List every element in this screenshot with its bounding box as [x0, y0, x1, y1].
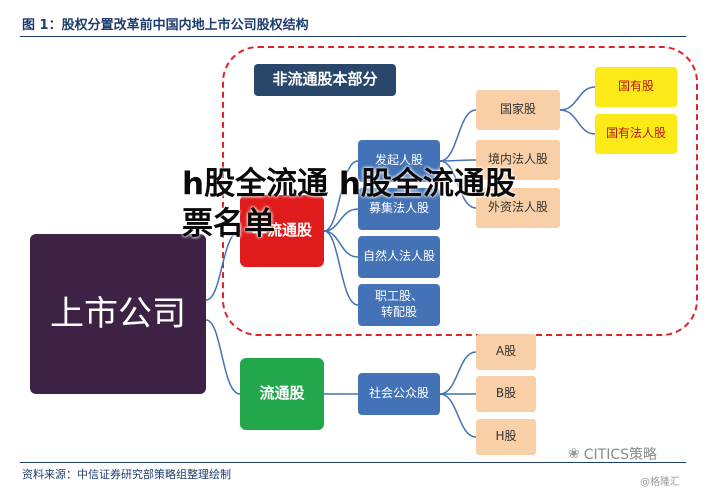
connector-nontradable-to-raised	[323, 208, 359, 232]
logo-text: CITICS策略	[583, 447, 657, 463]
connector-promoter-to-domestic	[439, 159, 477, 162]
non-tradable-region	[222, 46, 698, 336]
connector-public-to-a	[439, 351, 477, 395]
watermark-handle: @格隆汇	[640, 477, 680, 488]
domestic-legal-person-shares-node: 境内法人股	[476, 140, 560, 180]
footer-divider	[20, 462, 686, 463]
state-owned-legal-person-shares-node: 国有法人股	[595, 114, 677, 154]
listed-company-node: 上市公司	[30, 234, 206, 394]
b-shares-node: B股	[476, 376, 536, 412]
overlay-headline: h股全流通 h股全流通股票名单	[182, 166, 516, 243]
natural-person-legal-shares-node: 自然人法人股	[358, 236, 440, 278]
connector-nontradable-to-employee	[323, 230, 359, 306]
connector-promoter-to-state	[439, 109, 477, 162]
connector-listed-to-nontradable	[205, 230, 241, 301]
title-divider	[20, 36, 686, 37]
source-note: 资料来源：中信证券研究部策略组整理绘制	[22, 468, 231, 481]
employee-shares-node: 职工股、 转配股	[358, 284, 440, 326]
wechat-icon: ❀	[568, 446, 580, 462]
raised-legal-person-shares-node: 募集法人股	[358, 188, 440, 230]
non-tradable-node: 非流通股	[240, 195, 324, 267]
connector-nontradable-to-promoter	[323, 160, 359, 232]
figure-title: 图 1：股权分置改革前中国内地上市公司股权结构	[22, 18, 309, 33]
state-owned-shares-node: 国有股	[595, 67, 677, 107]
citics-logo: ❀ CITICS策略	[568, 444, 657, 464]
connector-listed-to-tradable	[205, 319, 241, 395]
non-tradable-part-title: 非流通股本部分	[254, 64, 396, 96]
tradable-node: 流通股	[240, 358, 324, 430]
public-shares-node: 社会公众股	[358, 373, 440, 415]
connector-state-to-stateowned	[559, 86, 596, 111]
connector-public-to-h	[439, 393, 477, 438]
connector-promoter-to-foreign	[439, 160, 477, 209]
promoter-shares-node: 发起人股	[358, 140, 440, 182]
h-shares-node: H股	[476, 419, 536, 455]
connector-state-to-stateowned-legal	[559, 109, 596, 135]
foreign-legal-person-shares-node: 外资法人股	[476, 188, 560, 228]
state-shares-node: 国家股	[476, 90, 560, 130]
a-shares-node: A股	[476, 334, 536, 370]
